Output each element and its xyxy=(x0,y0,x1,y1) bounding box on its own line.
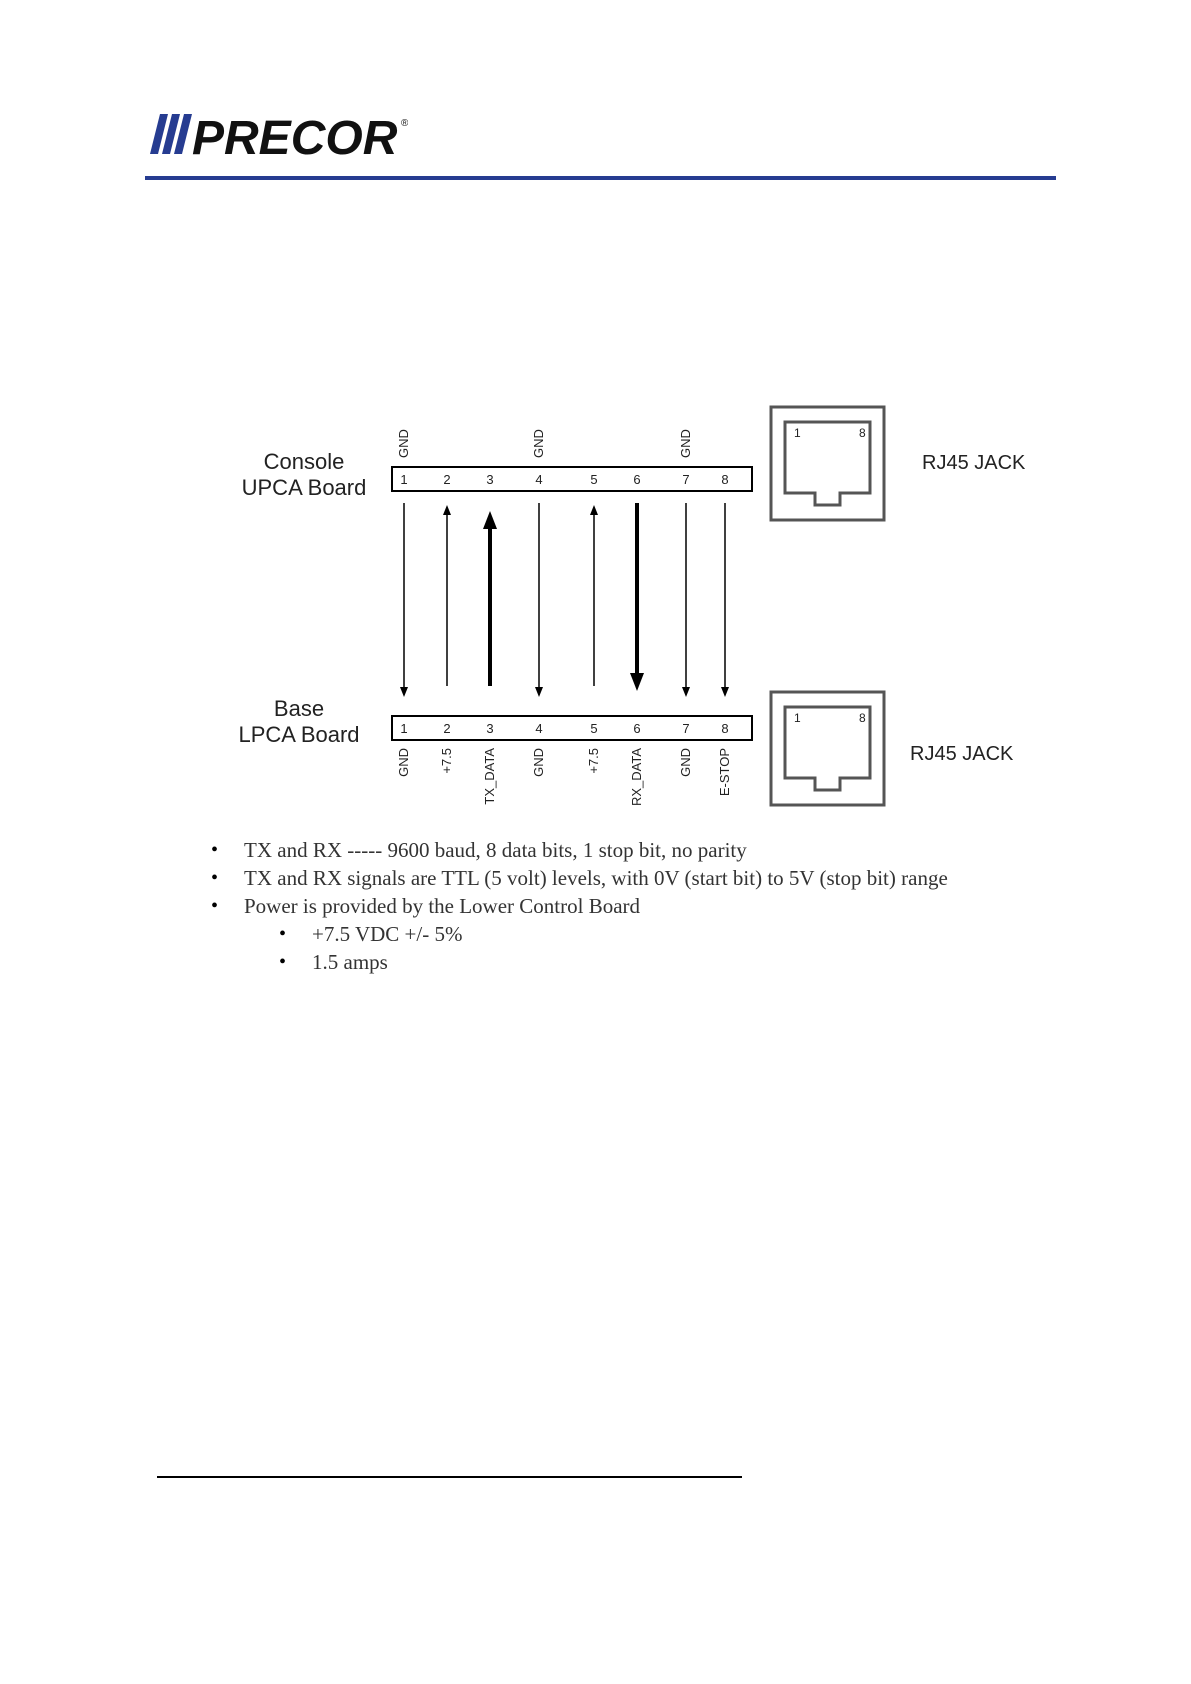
bottom-connector xyxy=(391,715,753,741)
base-label: Base xyxy=(274,696,324,721)
logo-stripe xyxy=(150,114,168,154)
rj45-jack-bottom-label: RJ45 JACK xyxy=(910,743,1014,765)
logo-wordmark: PRECOR xyxy=(192,112,398,164)
bottom-pin-number: 4 xyxy=(535,721,542,736)
bullet-item: Power is provided by the Lower Control B… xyxy=(200,892,1100,920)
top-pin-number: 4 xyxy=(535,472,542,487)
jack-top-pin-8: 8 xyxy=(859,426,866,440)
top-pin-number: 2 xyxy=(443,472,450,487)
jack-top-pin-1: 1 xyxy=(794,426,801,440)
bottom-pin-label: GND xyxy=(531,748,546,777)
bullet-item: TX and RX signals are TTL (5 volt) level… xyxy=(200,864,1100,892)
top-pin-label: GND xyxy=(678,429,693,458)
logo-stripe xyxy=(174,114,192,154)
rj45-jack-top: 1 8 xyxy=(769,405,886,522)
logo-stripe xyxy=(162,114,180,154)
bottom-pin-number: 5 xyxy=(590,721,597,736)
bottom-pin-number: 6 xyxy=(633,721,640,736)
registered-mark: ® xyxy=(401,118,408,129)
footer-rule xyxy=(157,1476,742,1478)
bottom-pin-number: 1 xyxy=(400,721,407,736)
sub-bullet-item: +7.5 VDC +/- 5% xyxy=(268,920,1100,948)
bullet-item: TX and RX ----- 9600 baud, 8 data bits, … xyxy=(200,836,1100,864)
rj45-jack-top-label: RJ45 JACK xyxy=(922,452,1026,474)
top-pin-number: 3 xyxy=(486,472,493,487)
top-pin-number: 8 xyxy=(721,472,728,487)
jack-bottom-pin-8: 8 xyxy=(859,711,866,725)
top-pin-number: 6 xyxy=(633,472,640,487)
bottom-pin-label: TX_DATA xyxy=(482,748,497,805)
precor-logo: PRECOR ® xyxy=(150,112,408,164)
top-pin-number: 1 xyxy=(400,472,407,487)
top-pin-number: 7 xyxy=(682,472,689,487)
bottom-pin-label: +7.5 xyxy=(439,748,454,774)
jack-bottom-pin-1: 1 xyxy=(794,711,801,725)
bottom-pin-label: E-STOP xyxy=(717,748,732,796)
top-pin-label: GND xyxy=(396,429,411,458)
lpca-board-label: LPCA Board xyxy=(238,722,359,747)
bottom-pin-number: 3 xyxy=(486,721,493,736)
bottom-pin-label: GND xyxy=(396,748,411,777)
bottom-pin-label: RX_DATA xyxy=(629,748,644,806)
header-rule xyxy=(145,176,1056,180)
rj45-jack-bottom: 1 8 xyxy=(769,690,886,807)
bottom-pin-number: 7 xyxy=(682,721,689,736)
bottom-pin-number: 2 xyxy=(443,721,450,736)
top-connector xyxy=(391,466,753,492)
console-label: Console xyxy=(264,449,345,474)
bottom-pin-number: 8 xyxy=(721,721,728,736)
upca-board-label: UPCA Board xyxy=(242,475,367,500)
sub-bullet-item: 1.5 amps xyxy=(268,948,1100,976)
spec-bullets: TX and RX ----- 9600 baud, 8 data bits, … xyxy=(200,836,1100,976)
bottom-pin-label: +7.5 xyxy=(586,748,601,774)
bottom-pin-label: GND xyxy=(678,748,693,777)
top-pin-label: GND xyxy=(531,429,546,458)
top-pin-number: 5 xyxy=(590,472,597,487)
